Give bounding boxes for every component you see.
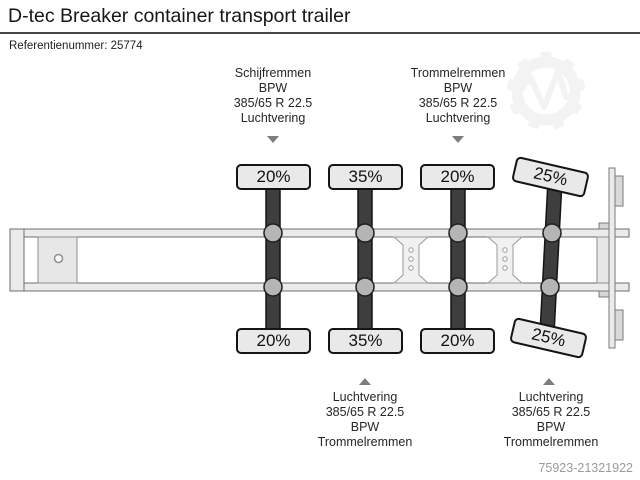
kingpin bbox=[53, 253, 64, 264]
axle3-top-wheel-load: 20% bbox=[420, 164, 495, 190]
spec-line: BPW bbox=[443, 81, 473, 95]
reference-number: Referentienummer: 25774 bbox=[9, 40, 143, 52]
spec-line: BPW bbox=[536, 420, 566, 434]
frame-rail-bottom bbox=[9, 282, 630, 292]
arrow-up-icon bbox=[543, 378, 555, 385]
axle1-top-wheel-load: 20% bbox=[236, 164, 311, 190]
axle1-spec-block: Schijfremmen BPW 385/65 R 22.5 Luchtveri… bbox=[188, 66, 358, 126]
spec-line: Schijfremmen bbox=[234, 66, 312, 80]
spec-line: Trommelremmen bbox=[317, 435, 413, 449]
spec-line: BPW bbox=[258, 81, 288, 95]
axle-3-bar bbox=[450, 169, 466, 345]
spec-line: Trommelremmen bbox=[410, 66, 506, 80]
arrow-down-icon bbox=[452, 136, 464, 143]
arrow-down-icon bbox=[267, 136, 279, 143]
page-title: D-tec Breaker container transport traile… bbox=[8, 5, 351, 27]
title-divider bbox=[0, 32, 640, 34]
spec-line: Luchtvering bbox=[332, 390, 398, 404]
listing-id: 75923-21321922 bbox=[538, 461, 633, 475]
axle1-bottom-wheel-load: 20% bbox=[236, 328, 311, 354]
spec-line: 385/65 R 22.5 bbox=[511, 405, 591, 419]
axle-2-bar bbox=[357, 169, 373, 345]
spec-line: Luchtvering bbox=[518, 390, 584, 404]
suspension-bellows bbox=[263, 223, 562, 297]
spec-line: Trommelremmen bbox=[503, 435, 599, 449]
spec-line: 385/65 R 22.5 bbox=[418, 96, 498, 110]
brand-watermark-gear-icon bbox=[506, 52, 586, 129]
rear-plate-top bbox=[614, 175, 624, 207]
axle2-top-wheel-load: 35% bbox=[328, 164, 403, 190]
arrow-up-icon bbox=[359, 378, 371, 385]
rear-end-assembly bbox=[596, 167, 624, 349]
kingpin-plate bbox=[37, 236, 78, 284]
spec-line: Luchtvering bbox=[425, 111, 491, 125]
axle3-bottom-wheel-load: 20% bbox=[420, 328, 495, 354]
front-end-cap bbox=[9, 228, 25, 292]
spec-line: BPW bbox=[350, 420, 380, 434]
rear-plate-bottom bbox=[614, 309, 624, 341]
axle2-bottom-wheel-load: 35% bbox=[328, 328, 403, 354]
axle4-spec-block: Luchtvering 385/65 R 22.5 BPW Trommelrem… bbox=[466, 390, 636, 450]
cross-member-plate-1 bbox=[392, 236, 430, 284]
rear-bumper-bar bbox=[608, 167, 616, 349]
axle2-spec-block: Luchtvering 385/65 R 22.5 BPW Trommelrem… bbox=[280, 390, 450, 450]
spec-line: 385/65 R 22.5 bbox=[325, 405, 405, 419]
frame-rail-top bbox=[9, 228, 630, 238]
axle3-spec-block: Trommelremmen BPW 385/65 R 22.5 Luchtver… bbox=[373, 66, 543, 126]
cross-member-plate-2 bbox=[486, 236, 524, 284]
axle-4-bar bbox=[538, 168, 564, 346]
spec-line: 385/65 R 22.5 bbox=[233, 96, 313, 110]
axle-1-bar bbox=[265, 169, 281, 345]
spec-line: Luchtvering bbox=[240, 111, 306, 125]
